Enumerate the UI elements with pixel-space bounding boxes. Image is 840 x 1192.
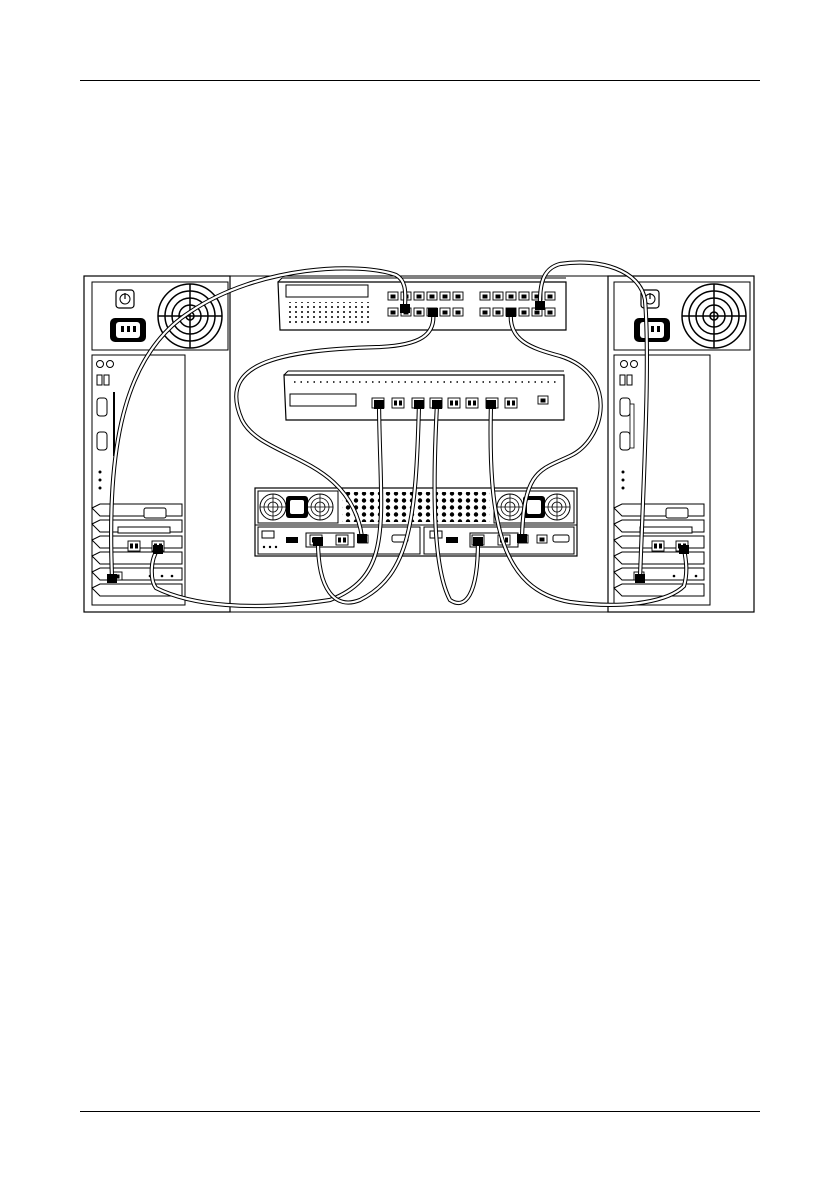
storage-array — [255, 488, 577, 556]
fan-grille-icon — [158, 284, 222, 348]
power-inlet-icon — [634, 318, 670, 342]
power-inlet-icon — [110, 318, 146, 342]
host-left — [84, 276, 230, 612]
fan-grille-icon — [682, 284, 746, 348]
network-port-icon — [538, 396, 548, 404]
fc-switch — [284, 371, 564, 420]
ethernet-switch — [278, 278, 566, 330]
footer-rule — [80, 1111, 760, 1112]
host-right — [608, 276, 754, 612]
power-switch-icon — [116, 290, 134, 308]
